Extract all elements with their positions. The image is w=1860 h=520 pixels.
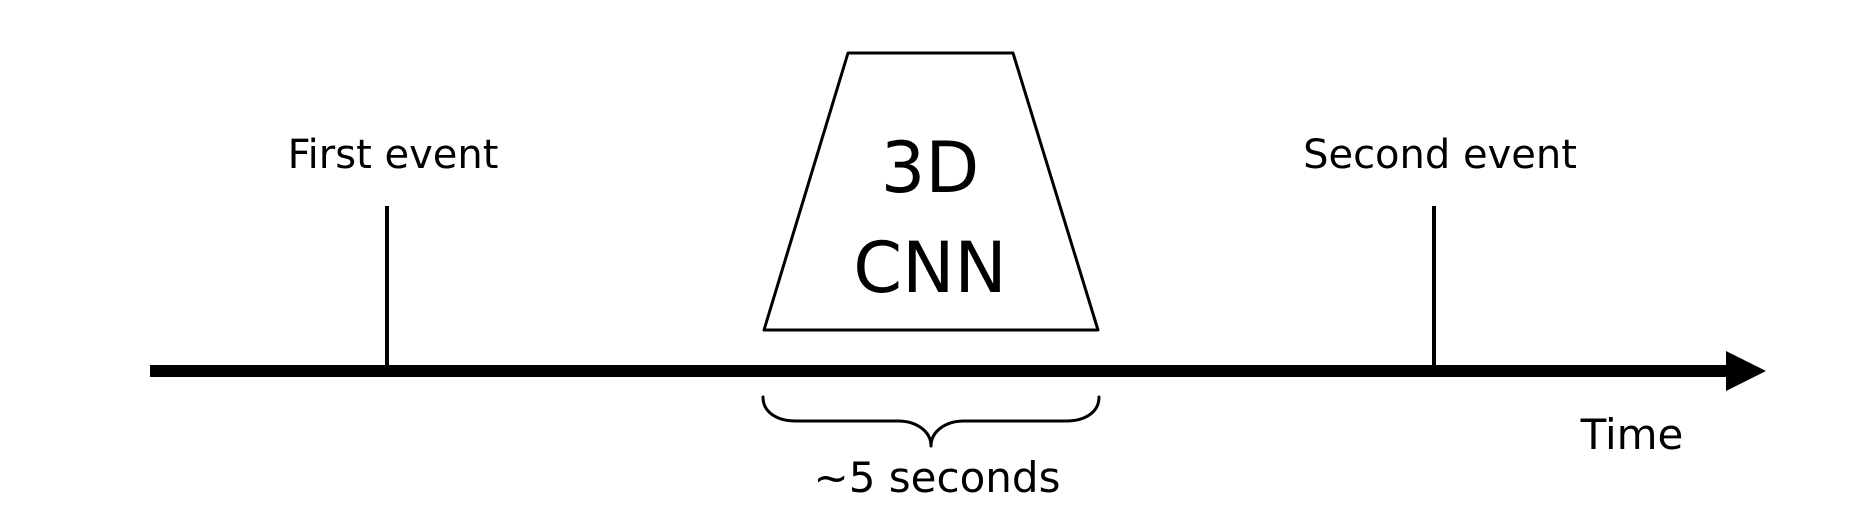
window-duration-label: ~5 seconds <box>814 453 1061 502</box>
second-event-label: Second event <box>1303 132 1577 178</box>
cnn-trapezoid <box>762 51 1100 332</box>
cnn-label-line1: 3D <box>881 127 979 209</box>
time-axis: Time <box>150 351 1766 459</box>
curly-brace <box>761 395 1101 448</box>
window-brace: ~5 seconds <box>761 395 1101 502</box>
second-event-marker: Second event <box>1303 132 1577 366</box>
time-axis-label: Time <box>1580 410 1684 459</box>
3d-cnn-model: 3D CNN <box>762 51 1100 332</box>
cnn-label-line2: CNN <box>853 227 1007 309</box>
first-event-label: First event <box>288 132 499 178</box>
time-axis-arrowhead <box>1726 351 1766 391</box>
first-event-marker: First event <box>288 132 499 366</box>
